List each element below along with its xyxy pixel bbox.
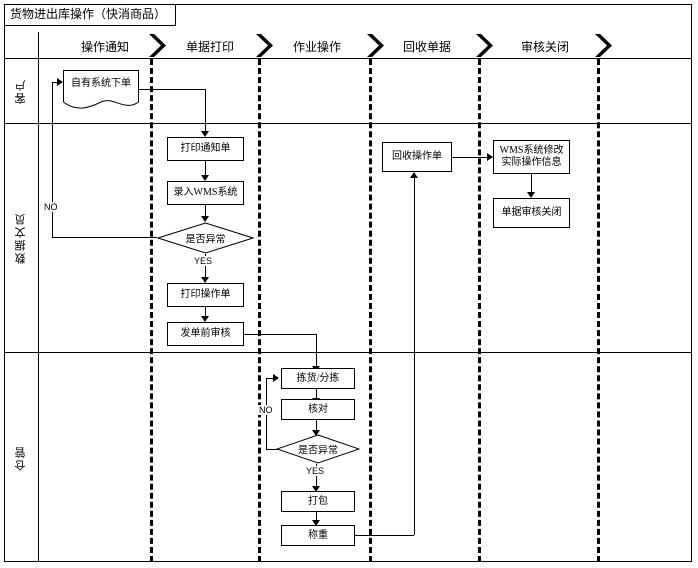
edge-printop-to-audit bbox=[205, 307, 206, 319]
node-own-system-order-label: 自有系统下单 bbox=[71, 78, 131, 89]
chevron-separator-3-icon bbox=[364, 32, 384, 59]
edge-wmsmod-to-close bbox=[531, 174, 532, 196]
edge-recycle-to-wmsmod-arrow-icon bbox=[487, 153, 493, 161]
node-wms-modify-info-label: WMS系统修改实际操作信息 bbox=[499, 145, 564, 168]
edge-weigh-to-recycle-v bbox=[414, 178, 415, 535]
edge-check2-no-top bbox=[266, 378, 274, 379]
chevron-separator-2-icon bbox=[253, 32, 273, 59]
stage-divider-1 bbox=[150, 59, 153, 562]
edge-wmsmod-to-close-arrow-icon bbox=[527, 192, 535, 198]
edge-recycle-to-wmsmod bbox=[452, 157, 492, 158]
node-enter-wms[interactable]: 录入WMS系统 bbox=[167, 181, 244, 205]
node-pick-sort[interactable]: 拣货/分拣 bbox=[281, 368, 355, 389]
order-to-print-arrow-icon bbox=[201, 131, 209, 137]
node-check-abnormal-1-label: 是否异常 bbox=[185, 234, 226, 246]
node-print-operation-sheet[interactable]: 打印操作单 bbox=[167, 283, 244, 307]
edge-print-to-wms-arrow-icon bbox=[201, 175, 209, 181]
loop-no-bottom bbox=[52, 237, 157, 238]
edge-check1-yes bbox=[205, 254, 206, 280]
chevron-separator-1-icon bbox=[146, 32, 166, 59]
edge-printop-to-audit-arrow-icon bbox=[201, 316, 209, 322]
node-pick-sort-label: 拣货/分拣 bbox=[296, 372, 340, 384]
edge-check1-yes-arrow-icon bbox=[201, 277, 209, 283]
edge-pack-to-weigh bbox=[316, 512, 317, 523]
node-doc-audit-close-label: 单据审核关闭 bbox=[501, 207, 562, 218]
stage-divider-3 bbox=[369, 59, 372, 562]
edge-weigh-to-recycle-arrow-icon bbox=[410, 172, 418, 178]
lane-label-data-clerk: 数据文员 bbox=[4, 124, 38, 352]
node-weigh[interactable]: 称重 bbox=[281, 525, 355, 546]
edge-pack-to-weigh-arrow-icon bbox=[312, 520, 320, 526]
lane-label-customer-text: 客户 bbox=[15, 78, 27, 104]
edge-print-to-wms bbox=[205, 161, 206, 179]
edge-check2-no-arrow-icon bbox=[273, 374, 279, 382]
diagram-frame bbox=[4, 4, 692, 562]
node-print-operation-sheet-label: 打印操作单 bbox=[180, 289, 231, 300]
stage-label-5: 审核关闭 bbox=[520, 40, 569, 54]
edge-audit-to-pick-h bbox=[244, 334, 316, 335]
edge-wms-to-check bbox=[205, 205, 206, 220]
stage-label-2: 单据打印 bbox=[185, 40, 234, 54]
stage-divider-5 bbox=[597, 59, 600, 562]
edge-label-no-1: NO bbox=[43, 202, 59, 212]
diagram-title: 货物进出库操作（快消商品） bbox=[10, 7, 167, 21]
stage-divider-4 bbox=[478, 59, 481, 562]
node-verify-label: 核对 bbox=[308, 403, 328, 415]
node-print-notice[interactable]: 打印通知单 bbox=[167, 137, 244, 161]
lane-divider-2 bbox=[4, 352, 692, 353]
node-check-abnormal-1[interactable]: 是否异常 bbox=[156, 222, 255, 254]
node-weigh-label: 称重 bbox=[308, 529, 328, 541]
node-verify[interactable]: 核对 bbox=[281, 399, 355, 420]
lane-label-column-divider bbox=[38, 32, 39, 562]
edge-wms-to-check-arrow-icon bbox=[201, 216, 209, 222]
loop-no-top bbox=[52, 82, 58, 83]
lane-label-warehouse: 仓管 bbox=[4, 353, 38, 562]
title-cell bbox=[4, 4, 176, 26]
edge-label-yes-2: YES bbox=[305, 466, 326, 476]
edge-check2-no-h bbox=[266, 449, 278, 450]
edge-verify-to-check2-arrow-icon bbox=[312, 430, 320, 436]
node-pack-label: 打包 bbox=[308, 495, 328, 507]
stage-label-1: 操作通知 bbox=[80, 40, 129, 54]
node-pre-issue-audit-label: 发单前审核 bbox=[180, 328, 231, 339]
node-recycle-operation-sheet-label: 回收操作单 bbox=[392, 151, 442, 162]
edge-weigh-to-recycle-h bbox=[355, 535, 414, 536]
node-own-system-order[interactable]: 自有系统下单 bbox=[63, 70, 139, 109]
lane-label-customer: 客户 bbox=[4, 59, 38, 123]
edge-label-yes-1: YES bbox=[193, 256, 214, 266]
edge-verify-to-check2 bbox=[316, 420, 317, 434]
edge-check2-yes bbox=[316, 464, 317, 489]
node-check-abnormal-2-label: 是否异常 bbox=[298, 445, 338, 457]
chevron-separator-5-icon bbox=[592, 32, 612, 59]
edge-check2-yes-arrow-icon bbox=[312, 486, 320, 492]
lane-label-data-clerk-text: 数据文员 bbox=[15, 212, 27, 264]
stage-divider-2 bbox=[258, 59, 261, 562]
node-wms-modify-info[interactable]: WMS系统修改实际操作信息 bbox=[493, 140, 570, 174]
node-print-notice-label: 打印通知单 bbox=[180, 143, 231, 154]
node-enter-wms-label: 录入WMS系统 bbox=[173, 187, 238, 198]
chevron-separator-4-icon bbox=[473, 32, 493, 59]
stage-label-4: 回收单据 bbox=[402, 40, 451, 54]
node-pack[interactable]: 打包 bbox=[281, 491, 355, 512]
node-check-abnormal-2[interactable]: 是否异常 bbox=[275, 434, 361, 464]
lane-label-warehouse-text: 仓管 bbox=[15, 444, 27, 471]
node-recycle-operation-sheet[interactable]: 回收操作单 bbox=[382, 142, 452, 172]
edge-audit-to-pick-v bbox=[316, 334, 317, 370]
edge-label-no-2: NO bbox=[258, 405, 274, 415]
stage-header-band bbox=[4, 32, 692, 59]
stage-label-3: 作业操作 bbox=[292, 40, 341, 54]
node-pre-issue-audit[interactable]: 发单前审核 bbox=[167, 322, 244, 346]
edge-pick-to-verify bbox=[316, 389, 317, 401]
order-to-print-v bbox=[205, 89, 206, 134]
node-doc-audit-close[interactable]: 单据审核关闭 bbox=[493, 198, 570, 228]
loop-no-vertical bbox=[52, 82, 53, 237]
loop-no-arrow-icon bbox=[57, 78, 63, 86]
order-to-print-h bbox=[139, 89, 205, 90]
lane-divider-1 bbox=[4, 123, 692, 124]
